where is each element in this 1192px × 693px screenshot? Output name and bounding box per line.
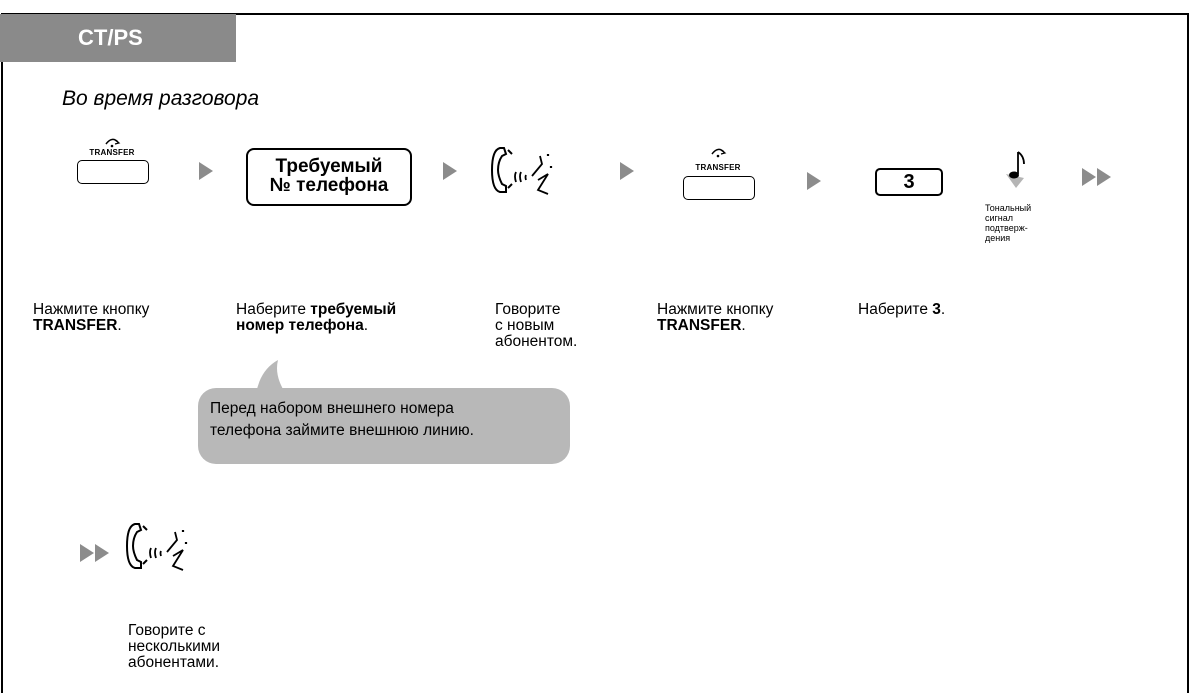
phone-number-box: Требуемый № телефона xyxy=(246,148,412,206)
step4-description: Нажмите кнопку TRANSFER. xyxy=(657,301,774,334)
phone-number-line2: № телефона xyxy=(269,175,389,196)
transfer-key-label: TRANSFER xyxy=(695,163,741,172)
talk-handset-icon xyxy=(490,147,553,195)
next-arrow-icon xyxy=(620,162,634,180)
transfer-button-icon xyxy=(77,160,149,184)
bubble-pointer xyxy=(256,360,286,394)
section-frame xyxy=(1,13,1189,693)
section-subtitle: Во время разговора xyxy=(62,87,260,110)
phone-number-line1: Требуемый xyxy=(275,156,383,177)
section-tab: CT/PS xyxy=(0,14,236,62)
tone-label: Тональный сигнал подтверж- дения xyxy=(985,203,1032,243)
section-tab-label: CT/PS xyxy=(78,25,143,50)
final-description: Говорите с несколькими абонентами. xyxy=(128,622,221,671)
step5-description: Наберите 3. xyxy=(858,301,946,318)
music-note-icon xyxy=(1006,151,1025,188)
next-arrow-icon xyxy=(199,162,213,180)
transfer-key-label: TRANSFER xyxy=(89,148,135,157)
transfer-arrow-icon xyxy=(711,148,727,158)
digit-key-3: 3 xyxy=(875,168,943,196)
transfer-button-icon xyxy=(683,176,755,200)
talk-handset-icon xyxy=(125,523,188,571)
next-arrow-icon xyxy=(807,172,821,190)
next-arrow-icon xyxy=(443,162,457,180)
step3-description: Говорите с новым абонентом. xyxy=(495,301,578,350)
transfer-arrow-icon xyxy=(105,138,121,148)
step2-description: Наберите требуемый номер телефона. xyxy=(236,301,397,334)
note-bubble: Перед набором внешнего номера телефона з… xyxy=(198,388,570,464)
step1-description: Нажмите кнопку TRANSFER. xyxy=(33,301,150,334)
